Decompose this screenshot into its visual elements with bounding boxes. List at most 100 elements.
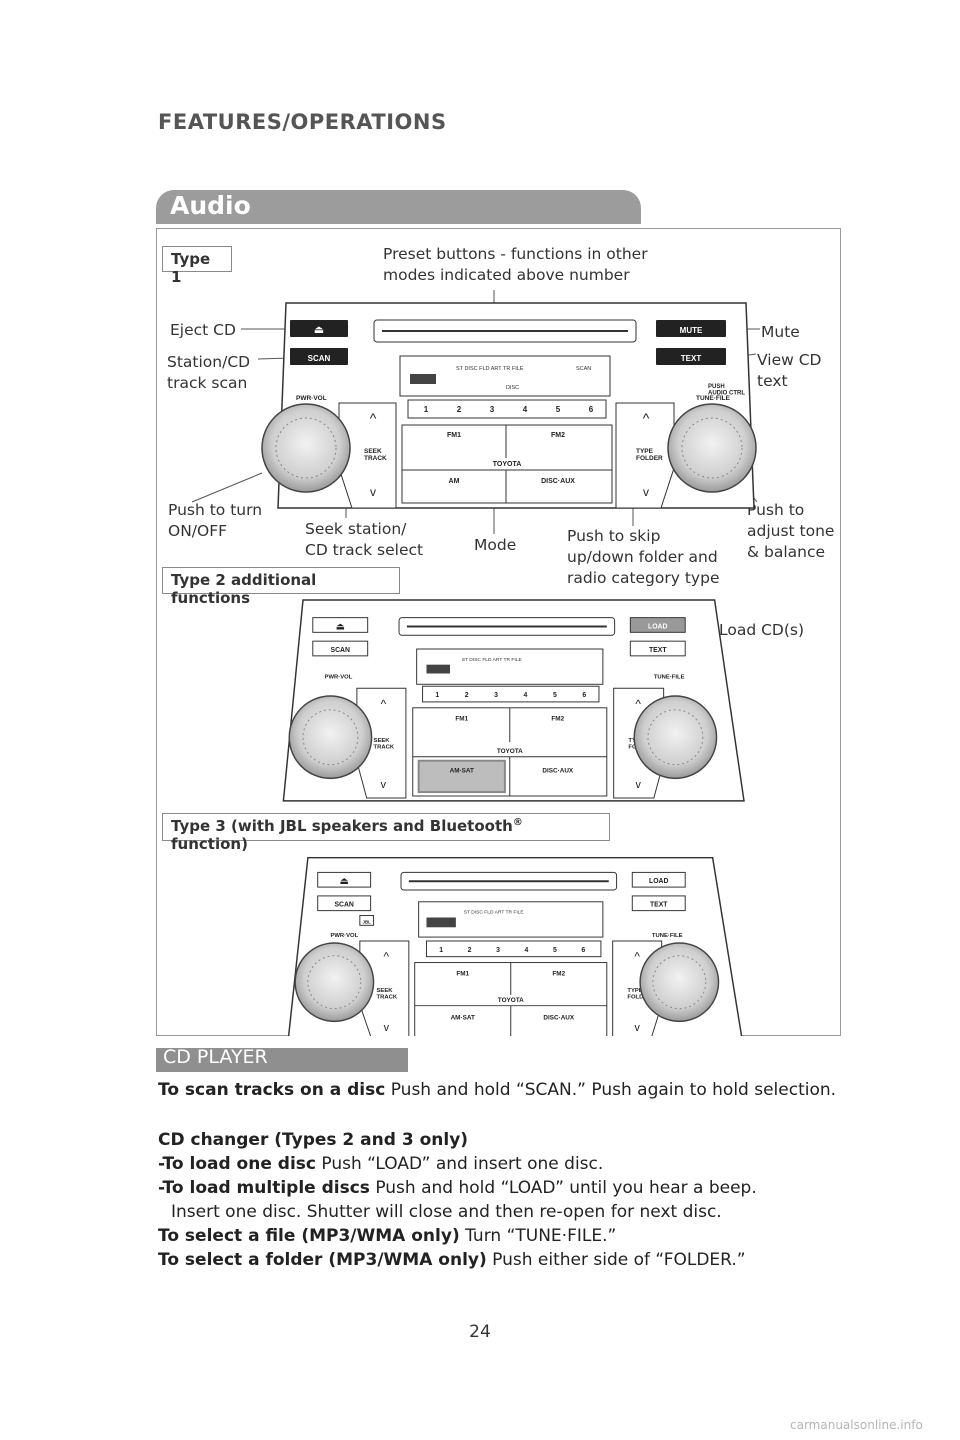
panel3-load-button[interactable]: LOAD (649, 878, 668, 885)
panel2-tune-file-knob[interactable] (633, 695, 718, 780)
panel1-text-button[interactable]: TEXT (681, 354, 702, 363)
panel3-fm2-button[interactable]: FM2 (552, 970, 565, 977)
cd-changer-title: CD changer (Types 2 and 3 only) (158, 1130, 469, 1150)
load-multiple-heading: -To load multiple discs (158, 1178, 370, 1198)
svg-text:^: ^ (384, 951, 390, 964)
section-title: Audio (170, 191, 251, 220)
svg-text:v: v (634, 1022, 640, 1034)
panel1-toyota-logo: TOYOTA (493, 461, 522, 468)
panel1-preset-3[interactable]: 3 (490, 405, 495, 414)
panel3-preset-4[interactable]: 4 (525, 947, 529, 954)
callout-tone: Push to adjust tone & balance (747, 501, 835, 561)
callout-power: Push to turn ON/OFF (168, 501, 263, 540)
type3-label: Type 3 (with JBL speakers and Bluetooth®… (162, 813, 610, 853)
panel-type3: ⏏ SCAN LOAD TEXT JBL ST DISC FLD ART TR … (287, 856, 743, 1036)
panel1-preset-6[interactable]: 6 (589, 405, 594, 414)
panel2-eject-icon[interactable]: ⏏ (336, 621, 345, 632)
cd-scan-paragraph: To scan tracks on a disc Push and hold “… (158, 1078, 838, 1102)
cd-scan-text: Push and hold “SCAN.” Push again to hold… (385, 1080, 837, 1100)
panel3-scan-button[interactable]: SCAN (334, 902, 353, 909)
load-multiple-continued: Insert one disc. Shutter will close and … (171, 1202, 722, 1222)
svg-text:v: v (643, 485, 649, 499)
panel3-am-sat-button[interactable]: AM·SAT (451, 1014, 475, 1021)
panel2-disc-aux-button[interactable]: DISC·AUX (542, 767, 573, 774)
panel2-preset-6[interactable]: 6 (582, 692, 586, 699)
panel1-fm2-button[interactable]: FM2 (551, 432, 565, 439)
panel3-fm1-button[interactable]: FM1 (456, 970, 469, 977)
load-one-text: Push “LOAD” and insert one disc. (315, 1154, 604, 1174)
panel2-preset-4[interactable]: 4 (524, 692, 528, 699)
watermark: carmanualsonline.info (790, 1418, 923, 1432)
panel1-mute-button[interactable]: MUTE (680, 326, 703, 335)
panel1-tune-file-knob[interactable] (667, 403, 757, 493)
panel1-fm1-button[interactable]: FM1 (447, 432, 461, 439)
cd-scan-heading: To scan tracks on a disc (158, 1080, 386, 1100)
panel2-preset-2[interactable]: 2 (465, 692, 469, 699)
page-number: 24 (469, 1322, 491, 1342)
panel2-scan-button[interactable]: SCAN (331, 647, 350, 654)
panel3-tune-file-knob[interactable] (639, 942, 720, 1023)
panel2-am-sat-button[interactable]: AM·SAT (450, 767, 474, 774)
panel-type2: ⏏ SCAN LOAD TEXT ST DISC FLD ART TR FILE… (282, 599, 745, 802)
panel1-preset-5[interactable]: 5 (556, 405, 561, 414)
cd-player-bar (156, 1048, 408, 1072)
panel3-preset-3[interactable]: 3 (496, 947, 500, 954)
type3-label-suffix: function) (171, 835, 248, 853)
svg-text:^: ^ (381, 698, 387, 711)
load-multiple-paragraph: -To load multiple discs Push and hold “L… (158, 1176, 838, 1200)
panel1-display-scan: SCAN (576, 366, 591, 372)
callout-seek: Seek station/ CD track select (305, 520, 424, 559)
svg-text:v: v (384, 1022, 390, 1034)
panel2-preset-1[interactable]: 1 (435, 692, 439, 699)
panel3-disc-aux-button[interactable]: DISC·AUX (543, 1014, 574, 1021)
panel3-tune-file-label: TUNE·FILE (652, 933, 683, 939)
callout-mute: Mute (761, 323, 800, 341)
registered-mark: ® (512, 817, 523, 828)
panel2-power-volume-knob[interactable] (288, 695, 373, 780)
panel2-load-button[interactable]: LOAD (648, 623, 667, 630)
panel3-preset-2[interactable]: 2 (468, 947, 472, 954)
panel3-preset-5[interactable]: 5 (553, 947, 557, 954)
svg-text:^: ^ (643, 410, 650, 426)
panel2-text-button[interactable]: TEXT (649, 647, 667, 654)
panel1-eject-icon[interactable]: ⏏ (314, 324, 324, 336)
load-one-heading: -To load one disc (158, 1154, 316, 1174)
panel2-preset-5[interactable]: 5 (553, 692, 557, 699)
cd-changer-heading: CD changer (Types 2 and 3 only) (158, 1128, 838, 1152)
panel1-am-button[interactable]: AM (449, 478, 460, 485)
type1-label: Type 1 (162, 246, 232, 286)
panel3-power-volume-knob[interactable] (294, 942, 375, 1023)
panel3-text-button[interactable]: TEXT (650, 902, 668, 909)
svg-text:v: v (635, 779, 641, 791)
panel2-tune-file-label: TUNE·FILE (654, 674, 685, 680)
panel3-preset-6[interactable]: 6 (581, 947, 585, 954)
svg-text:^: ^ (370, 410, 377, 426)
panel1-preset-4[interactable]: 4 (523, 405, 528, 414)
panel2-fm2-button[interactable]: FM2 (551, 716, 564, 723)
panel2-fm1-button[interactable]: FM1 (455, 716, 468, 723)
panel3-preset-1[interactable]: 1 (439, 947, 443, 954)
jbl-logo: JBL (363, 919, 372, 924)
svg-text:v: v (381, 779, 387, 791)
panel1-scan-button[interactable]: SCAN (308, 354, 331, 363)
load-multiple-text: Push and hold “LOAD” until you hear a be… (369, 1178, 757, 1198)
panel1-preset-2[interactable]: 2 (457, 405, 462, 414)
panel2-preset-3[interactable]: 3 (494, 692, 498, 699)
panel1-power-volume-knob[interactable] (261, 403, 351, 493)
select-file-heading: To select a file (MP3/WMA only) (158, 1226, 460, 1246)
select-folder-heading: To select a folder (MP3/WMA only) (158, 1250, 487, 1270)
panel1-preset-1[interactable]: 1 (424, 405, 429, 414)
callout-preset-buttons: Preset buttons - functions in other mode… (383, 245, 648, 284)
page-header: FEATURES/OPERATIONS (158, 110, 447, 134)
panel3-pwr-vol-label: PWR·VOL (330, 933, 358, 939)
callout-mode: Mode (474, 536, 517, 554)
svg-text:^: ^ (635, 698, 641, 711)
panel3-eject-icon[interactable]: ⏏ (340, 876, 349, 887)
cd-player-title: CD PLAYER (163, 1046, 268, 1068)
panel1-disc-aux-button[interactable]: DISC·AUX (541, 478, 575, 485)
